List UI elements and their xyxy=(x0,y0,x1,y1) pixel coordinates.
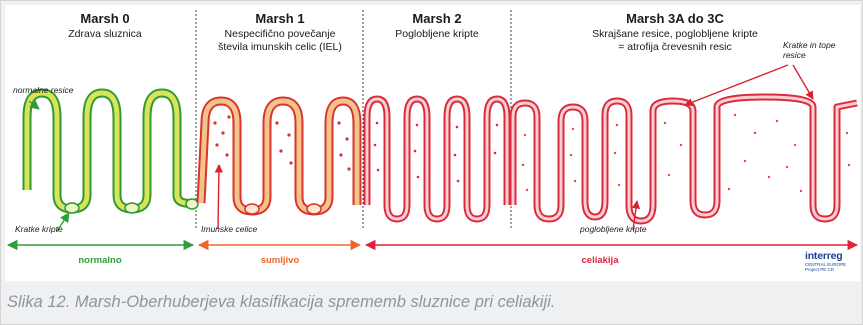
range-label-normal: normalno xyxy=(45,255,155,266)
stage-subtitle-marsh1: Nespecifično povečanje števila imunskih … xyxy=(192,28,368,54)
stage-subtitle-line: = atrofija črevesnih resic xyxy=(550,41,800,54)
stage-title-marsh0: Marsh 0 xyxy=(35,11,175,26)
range-label-suspicious: sumljivo xyxy=(225,255,335,266)
stage-title-marsh3: Marsh 3A do 3C xyxy=(565,11,785,26)
label-deepened-crypts: poglobljene kripte xyxy=(580,224,647,234)
stage-subtitle-marsh3: Skrajšane resice, poglobljene kripte = a… xyxy=(550,28,800,54)
pointer-immune-cells xyxy=(218,165,219,229)
label-line: Kratke in tope xyxy=(783,40,835,50)
stage-subtitle-marsh0: Zdrava sluznica xyxy=(35,28,175,41)
stage-subtitle-line: Zdrava sluznica xyxy=(35,28,175,41)
figure-caption: Slika 12. Marsh-Oberhuberjeva klasifikac… xyxy=(7,293,555,312)
stage-subtitle-line: Nespecifično povečanje xyxy=(192,28,368,41)
label-normal-villi: normalne resice xyxy=(13,85,73,95)
marsh2-villi xyxy=(367,99,507,219)
stage-subtitle-line: števila imunskih celic (IEL) xyxy=(192,41,368,54)
interreg-logo: interreg CENTRAL EUROPE Project PE CD xyxy=(805,251,860,273)
label-short-blunt-villi: Kratke in tope resice xyxy=(783,40,835,60)
label-immune-cells: Imunske celice xyxy=(201,224,257,234)
label-line: resice xyxy=(783,50,835,60)
logo-wordmark: interreg xyxy=(805,251,860,262)
label-short-crypts: Kratke kripte xyxy=(15,224,63,234)
pointer-short-villi-b xyxy=(793,65,813,99)
marsh-diagram: Marsh 0 Zdrava sluznica Marsh 1 Nespecif… xyxy=(5,5,860,281)
stage-subtitle-line: Poglobljene kripte xyxy=(367,28,507,41)
marsh1-villi xyxy=(201,101,357,214)
logo-subline: Project PE CD xyxy=(805,267,860,272)
marsh3-villi xyxy=(513,97,857,221)
stage-subtitle-marsh2: Poglobljene kripte xyxy=(367,28,507,41)
healthy-villi xyxy=(27,93,198,213)
range-label-celiac: celiakija xyxy=(545,255,655,266)
stage-title-marsh2: Marsh 2 xyxy=(367,11,507,26)
stage-subtitle-line: Skrajšane resice, poglobljene kripte xyxy=(550,28,800,41)
stage-title-marsh1: Marsh 1 xyxy=(200,11,360,26)
